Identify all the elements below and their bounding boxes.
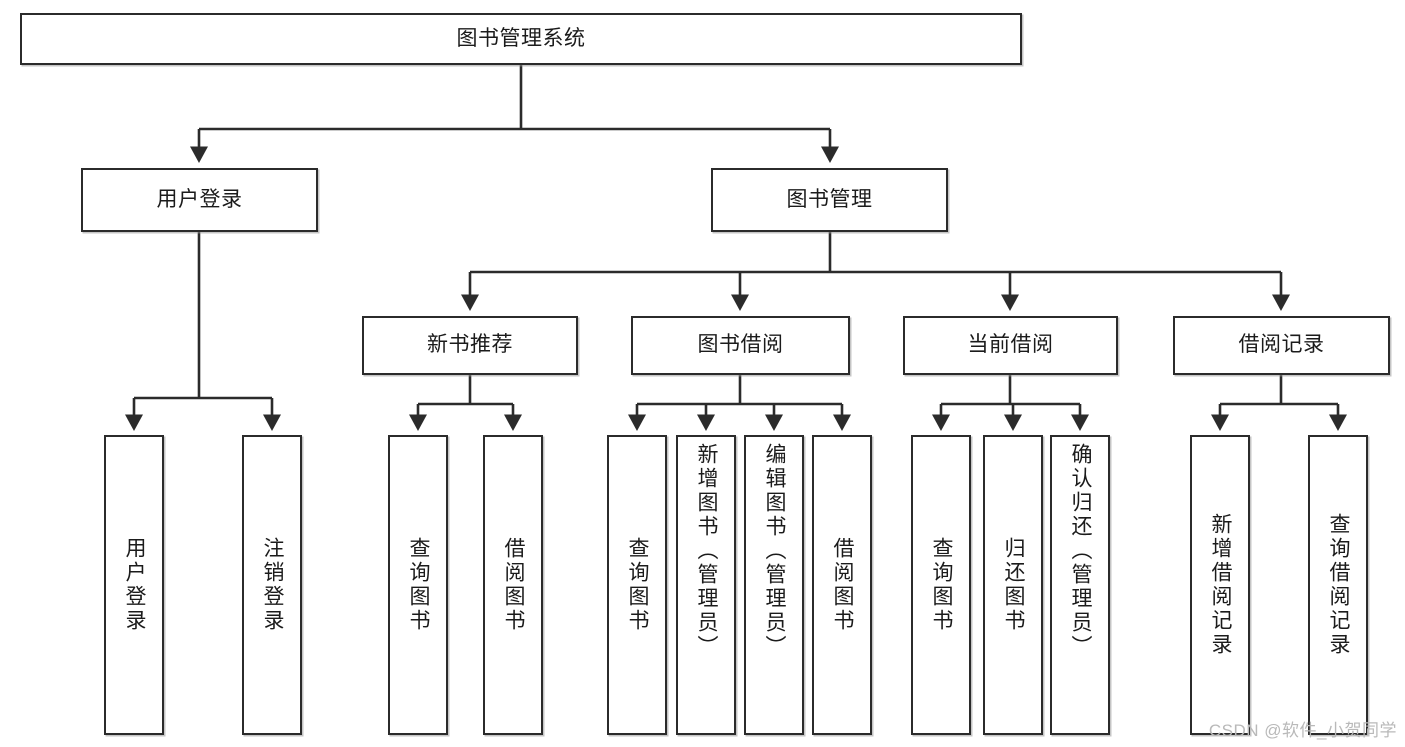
node-user-login-label: 用户登录 [156, 187, 243, 211]
node-leaf-logout-label: 注销登录 [261, 537, 285, 633]
node-leaf-user-login[interactable]: 用户登录 [104, 435, 164, 735]
node-book-borrow-label: 图书借阅 [697, 333, 784, 357]
node-leaf-user-login-label: 用户登录 [123, 537, 147, 633]
node-leaf-query-book-1-label: 查询图书 [407, 537, 431, 633]
node-leaf-borrow-book-2[interactable]: 借阅图书 [812, 435, 872, 735]
node-user-login[interactable]: 用户登录 [81, 168, 318, 232]
node-root-label: 图书管理系统 [456, 26, 586, 50]
node-current-borrow-label: 当前借阅 [967, 333, 1054, 357]
node-leaf-add-book[interactable]: 新增图书（管理员） [676, 435, 736, 735]
node-leaf-logout[interactable]: 注销登录 [242, 435, 302, 735]
node-leaf-query-book-1[interactable]: 查询图书 [388, 435, 448, 735]
watermark: CSDN @软件_小贺同学 [1208, 721, 1397, 740]
node-borrow-record[interactable]: 借阅记录 [1173, 316, 1390, 375]
node-book-borrow[interactable]: 图书借阅 [631, 316, 850, 375]
node-leaf-query-book-3[interactable]: 查询图书 [911, 435, 971, 735]
node-leaf-confirm-return-label: 确认归还（管理员） [1069, 443, 1093, 659]
node-book-manage[interactable]: 图书管理 [711, 168, 948, 232]
node-leaf-query-book-3-label: 查询图书 [930, 537, 954, 633]
node-leaf-return-book-label: 归还图书 [1002, 537, 1026, 633]
node-leaf-query-record-label: 查询借阅记录 [1327, 513, 1351, 657]
node-borrow-record-label: 借阅记录 [1238, 333, 1325, 357]
node-leaf-add-book-label: 新增图书（管理员） [695, 443, 719, 659]
node-leaf-add-record[interactable]: 新增借阅记录 [1190, 435, 1250, 735]
node-leaf-query-record[interactable]: 查询借阅记录 [1308, 435, 1368, 735]
node-leaf-confirm-return[interactable]: 确认归还（管理员） [1050, 435, 1110, 735]
node-leaf-borrow-book-1-label: 借阅图书 [502, 537, 526, 633]
node-leaf-edit-book-label: 编辑图书（管理员） [763, 443, 787, 659]
node-root[interactable]: 图书管理系统 [20, 13, 1022, 65]
node-leaf-query-book-2[interactable]: 查询图书 [607, 435, 667, 735]
node-leaf-borrow-book-2-label: 借阅图书 [831, 537, 855, 633]
node-leaf-add-record-label: 新增借阅记录 [1209, 513, 1233, 657]
node-new-book-rec-label: 新书推荐 [427, 333, 513, 357]
node-leaf-edit-book[interactable]: 编辑图书（管理员） [744, 435, 804, 735]
node-leaf-query-book-2-label: 查询图书 [626, 537, 650, 633]
node-new-book-rec[interactable]: 新书推荐 [362, 316, 578, 375]
node-leaf-return-book[interactable]: 归还图书 [983, 435, 1043, 735]
node-current-borrow[interactable]: 当前借阅 [903, 316, 1118, 375]
node-leaf-borrow-book-1[interactable]: 借阅图书 [483, 435, 543, 735]
node-book-manage-label: 图书管理 [786, 187, 873, 211]
